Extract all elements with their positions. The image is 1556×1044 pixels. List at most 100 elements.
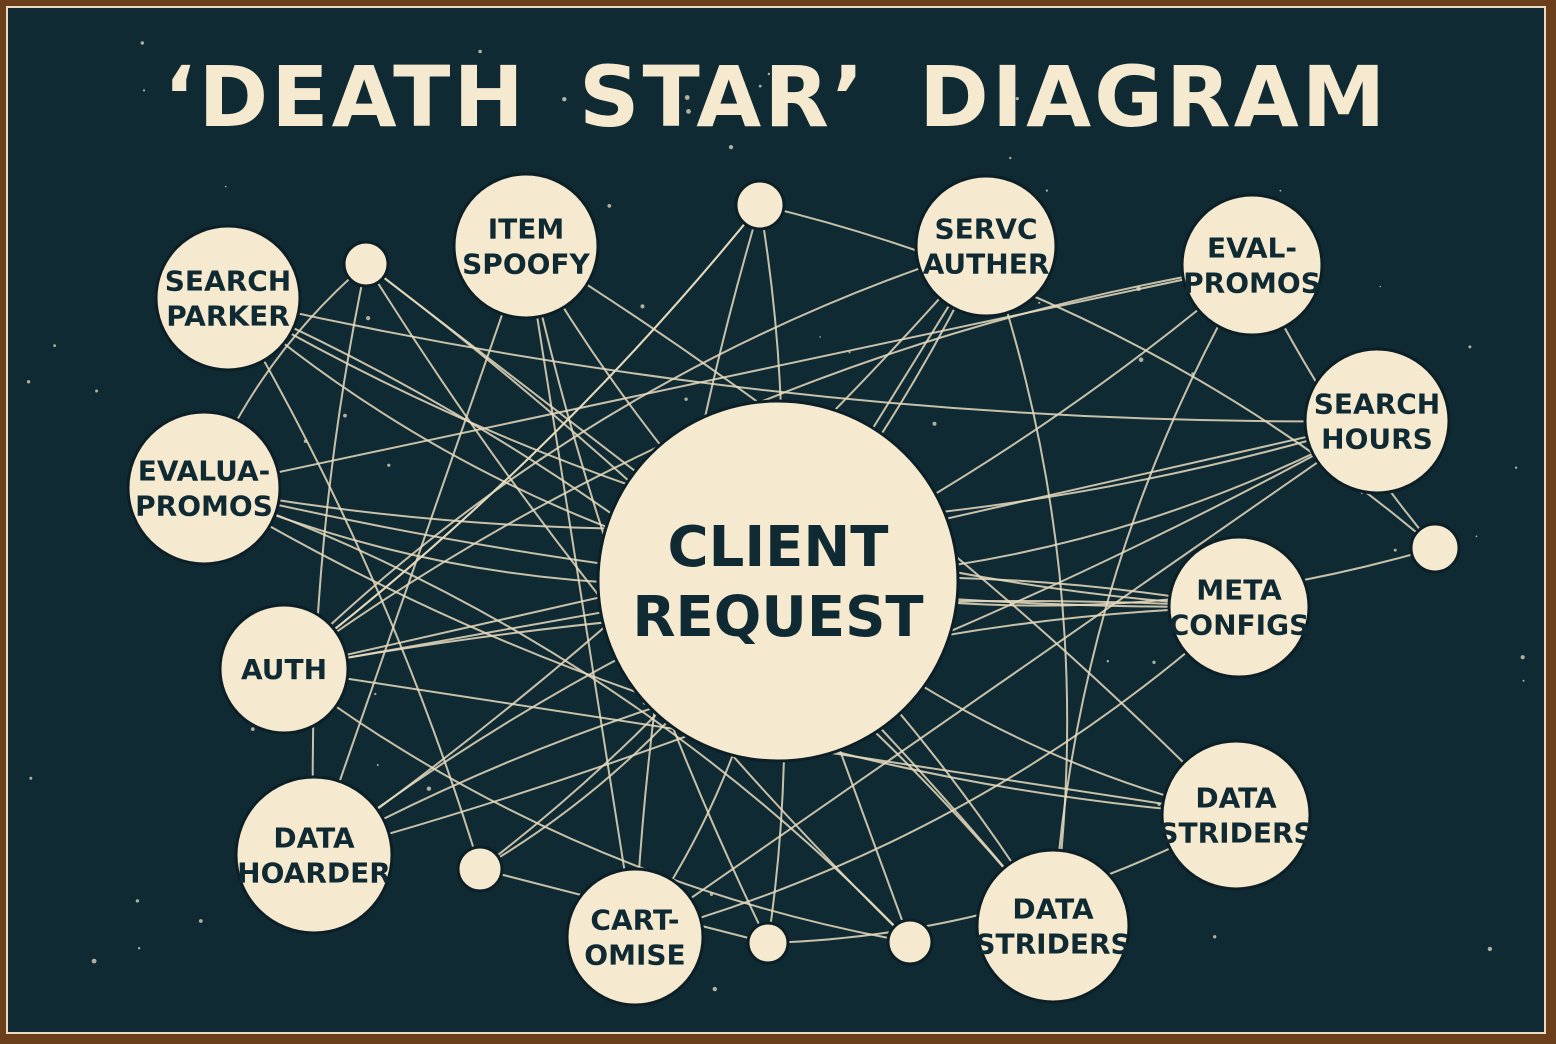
star-dot (343, 413, 347, 418)
node-label: ITEM (488, 213, 565, 246)
star-dot (26, 380, 31, 384)
star-dot (142, 89, 146, 92)
node-label: META (1196, 574, 1282, 607)
node-circle (1160, 739, 1312, 891)
node-dot-2 (734, 179, 786, 231)
node-dot-1 (342, 240, 390, 288)
node-circle (914, 174, 1058, 318)
node-label: PROMOS (1183, 267, 1321, 300)
node-label: HOURS (1321, 423, 1433, 456)
node-dot-5 (746, 921, 790, 965)
star-dot (1487, 946, 1493, 952)
star-dot (1475, 535, 1478, 538)
node-label: EVALUA- (138, 455, 271, 488)
star-dot (758, 84, 762, 88)
star-dot (366, 316, 371, 321)
star-dot (140, 41, 144, 45)
star-dot (1520, 655, 1525, 660)
node-circle (975, 848, 1131, 1004)
node-label: CONFIGS (1169, 609, 1309, 642)
star-dot (1468, 345, 1472, 349)
star-dot (819, 336, 821, 338)
star-dot (1279, 189, 1282, 192)
star-dot (198, 919, 203, 923)
node-circle (746, 921, 790, 965)
star-dot (965, 107, 968, 110)
star-dot (376, 764, 379, 766)
node-label: HOARDER (237, 857, 391, 890)
star-dot (1152, 660, 1156, 664)
star-dot (478, 49, 482, 54)
node-circle (218, 603, 350, 735)
star-dot (1213, 935, 1217, 939)
star-dot (250, 727, 255, 731)
star-dot (848, 351, 851, 354)
star-dot (1379, 285, 1382, 288)
star-dot (1106, 660, 1110, 663)
node-label: STRIDERS (975, 928, 1130, 961)
node-label: CLIENT (668, 515, 889, 580)
node-circle (1167, 535, 1311, 679)
node-circle (452, 172, 600, 320)
star-dot (1393, 548, 1397, 552)
star-dot (767, 72, 771, 76)
star-dot (640, 304, 645, 309)
node-label: OMISE (584, 939, 685, 972)
node-cart-omise: CART-OMISE (565, 867, 705, 1007)
node-label: SEARCH (165, 265, 292, 298)
node-circle (1180, 193, 1324, 337)
node-label: PROMOS (135, 490, 273, 523)
node-circle (126, 410, 282, 566)
node-label: PARKER (166, 300, 290, 333)
node-circle (1409, 522, 1461, 574)
star-dot (562, 97, 567, 102)
edge-servc-auther-auth (283, 245, 987, 670)
node-circle (596, 399, 960, 763)
node-circle (1303, 347, 1451, 495)
star-dot (607, 204, 612, 208)
star-dot (701, 111, 704, 114)
edge-data-hoarder-dot-1 (311, 263, 367, 856)
node-label: SERVC (934, 213, 1037, 246)
edge-search-parker-search-hours (227, 297, 1378, 423)
diagram-title: ‘DEATH STAR’ DIAGRAM (163, 48, 1389, 146)
node-circle (565, 867, 705, 1007)
node-dot-3 (1409, 522, 1461, 574)
node-circle (342, 240, 390, 288)
node-label: DATA (1195, 782, 1277, 815)
edge-dot-4-search-parker (227, 297, 481, 870)
star-dot (1514, 466, 1518, 469)
node-dot-4 (456, 845, 504, 893)
star-dot (53, 344, 56, 347)
star-dot (686, 109, 691, 114)
node-label: REQUEST (632, 585, 923, 650)
star-dot (426, 786, 432, 791)
edge-eval-promos-evalua-promos (203, 264, 1253, 489)
star-dot (224, 185, 227, 188)
node-eval-promos: EVAL-PROMOS (1180, 193, 1324, 337)
star-dot (387, 463, 391, 467)
star-dot (728, 145, 734, 150)
star-dot (1009, 156, 1012, 160)
node-label: SEARCH (1314, 388, 1441, 421)
edge-evalua-promos-dot-6 (203, 487, 911, 943)
star-dot (1138, 357, 1144, 363)
star-dot (932, 421, 937, 426)
node-label: DATA (1012, 893, 1094, 926)
star-dot (1045, 189, 1048, 192)
node-dot-6 (886, 918, 934, 966)
star-dot (95, 389, 99, 393)
star-dot (1522, 679, 1525, 682)
star-dot (684, 397, 688, 401)
star-dot (712, 986, 717, 992)
node-evalua-promos: EVALUA-PROMOS (126, 410, 282, 566)
node-circle (734, 179, 786, 231)
